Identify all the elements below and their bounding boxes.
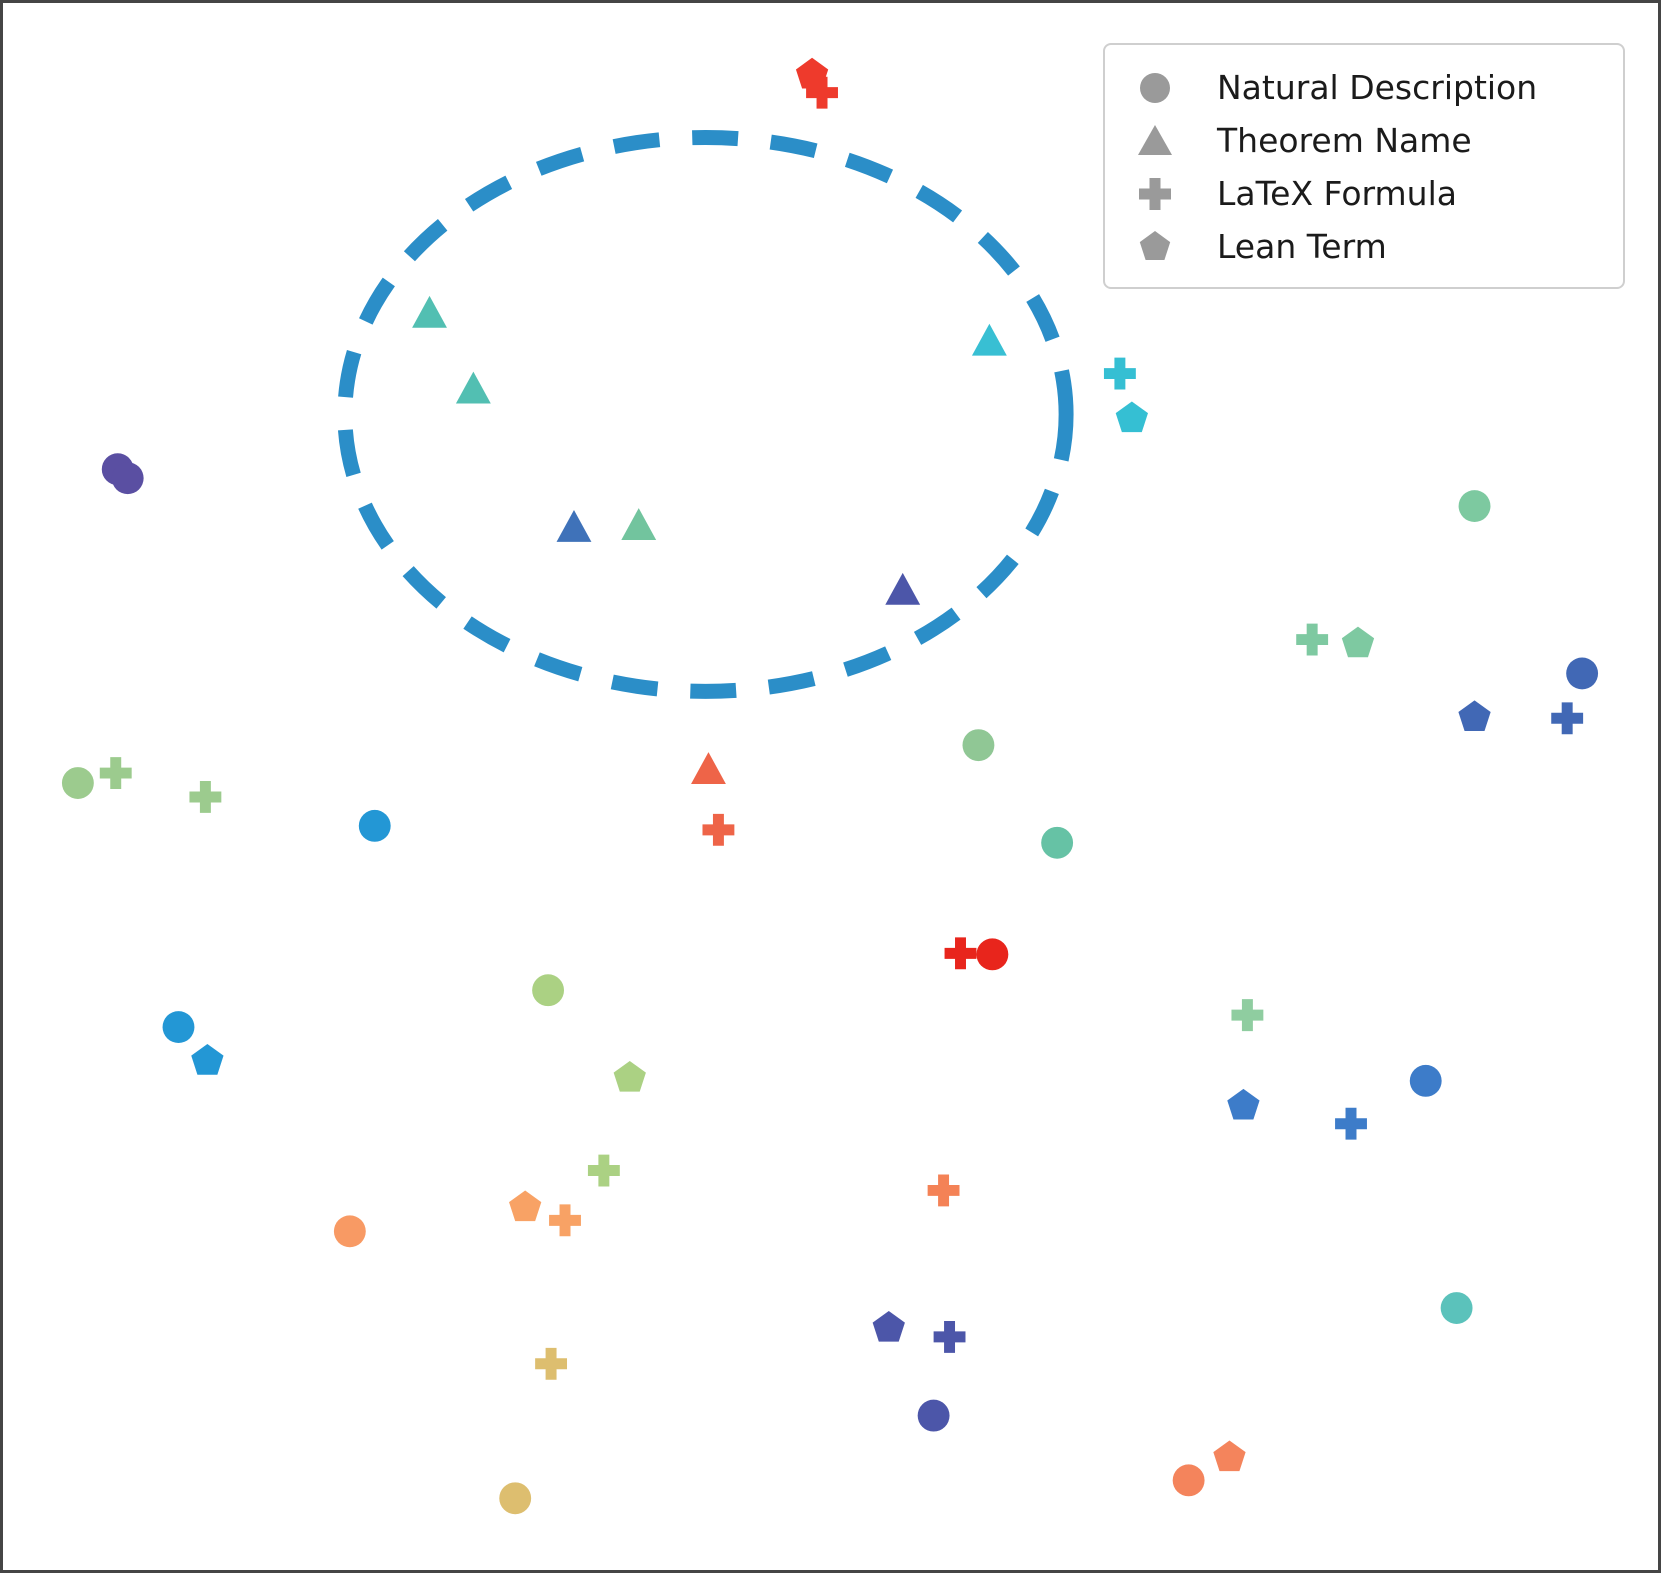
scatter-marker-triangle bbox=[971, 323, 1007, 356]
legend-item-natural-description: Natural Description bbox=[1131, 61, 1599, 114]
scatter-marker-plus bbox=[1231, 999, 1264, 1032]
scatter-marker-triangle bbox=[455, 371, 491, 404]
scatter-marker-pentagon bbox=[191, 1044, 224, 1075]
plus-marker-icon bbox=[1131, 177, 1179, 211]
scatter-marker-plus bbox=[1103, 357, 1136, 390]
scatter-marker-plus bbox=[927, 1174, 960, 1207]
scatter-marker-plus bbox=[933, 1320, 966, 1353]
scatter-marker-pentagon bbox=[1115, 401, 1148, 433]
scatter-marker-plus bbox=[1551, 702, 1584, 735]
scatter-marker-circle bbox=[532, 974, 565, 1007]
pentagon-marker-icon bbox=[1131, 230, 1179, 264]
scatter-marker-triangle bbox=[691, 752, 726, 785]
scatter-marker-plus bbox=[806, 76, 838, 109]
scatter-marker-pentagon bbox=[872, 1310, 905, 1342]
scatter-marker-plus bbox=[1335, 1107, 1367, 1140]
scatter-marker-circle bbox=[61, 767, 94, 799]
scatter-marker-plus bbox=[99, 757, 132, 789]
scatter-marker-pentagon bbox=[1458, 700, 1491, 732]
scatter-marker-circle bbox=[917, 1399, 950, 1432]
scatter-marker-plus bbox=[944, 937, 977, 970]
scatter-marker-plus bbox=[1296, 623, 1329, 656]
scatter-marker-circle bbox=[1458, 490, 1491, 523]
triangle-marker-icon bbox=[1131, 124, 1179, 158]
scatter-marker-triangle bbox=[621, 508, 657, 540]
scatter-marker-circle bbox=[962, 729, 995, 762]
scatter-marker-plus bbox=[535, 1347, 568, 1380]
scatter-marker-plus bbox=[189, 781, 222, 813]
scatter-marker-pentagon bbox=[613, 1060, 646, 1092]
legend-label: Lean Term bbox=[1217, 227, 1387, 266]
legend: Natural Description Theorem Name LaTeX F… bbox=[1103, 43, 1625, 289]
legend-item-latex-formula: LaTeX Formula bbox=[1131, 167, 1599, 220]
scatter-marker-circle bbox=[1172, 1464, 1205, 1497]
scatter-marker-circle bbox=[111, 462, 144, 495]
legend-label: LaTeX Formula bbox=[1217, 174, 1457, 213]
legend-item-theorem-name: Theorem Name bbox=[1131, 114, 1599, 167]
scatter-marker-triangle bbox=[885, 572, 921, 605]
scatter-marker-circle bbox=[1041, 826, 1074, 859]
scatter-marker-plus bbox=[587, 1154, 620, 1187]
scatter-marker-pentagon bbox=[1341, 626, 1375, 658]
scatter-marker-circle bbox=[1409, 1064, 1442, 1097]
scatter-marker-circle bbox=[358, 809, 391, 842]
scatter-marker-circle bbox=[162, 1011, 195, 1044]
scatter-marker-triangle bbox=[412, 295, 447, 328]
scatter-marker-pentagon bbox=[1227, 1088, 1260, 1120]
scatter-marker-pentagon bbox=[1213, 1440, 1246, 1472]
scatter-marker-pentagon bbox=[509, 1190, 542, 1222]
scatter-marker-plus bbox=[702, 813, 735, 846]
legend-label: Theorem Name bbox=[1217, 121, 1472, 160]
legend-item-lean-term: Lean Term bbox=[1131, 220, 1599, 273]
scatter-marker-circle bbox=[1440, 1292, 1473, 1324]
scatter-marker-circle bbox=[1566, 657, 1599, 690]
scatter-marker-circle bbox=[499, 1482, 532, 1515]
scatter-marker-circle bbox=[333, 1215, 366, 1248]
cluster-highlight-ellipse bbox=[337, 130, 1074, 699]
legend-label: Natural Description bbox=[1217, 68, 1538, 107]
scatter-plot-canvas bbox=[61, 57, 1599, 1515]
scatter-marker-circle bbox=[976, 938, 1009, 971]
scatter-marker-triangle bbox=[556, 510, 592, 542]
circle-marker-icon bbox=[1131, 71, 1179, 105]
scatter-marker-plus bbox=[549, 1204, 581, 1237]
